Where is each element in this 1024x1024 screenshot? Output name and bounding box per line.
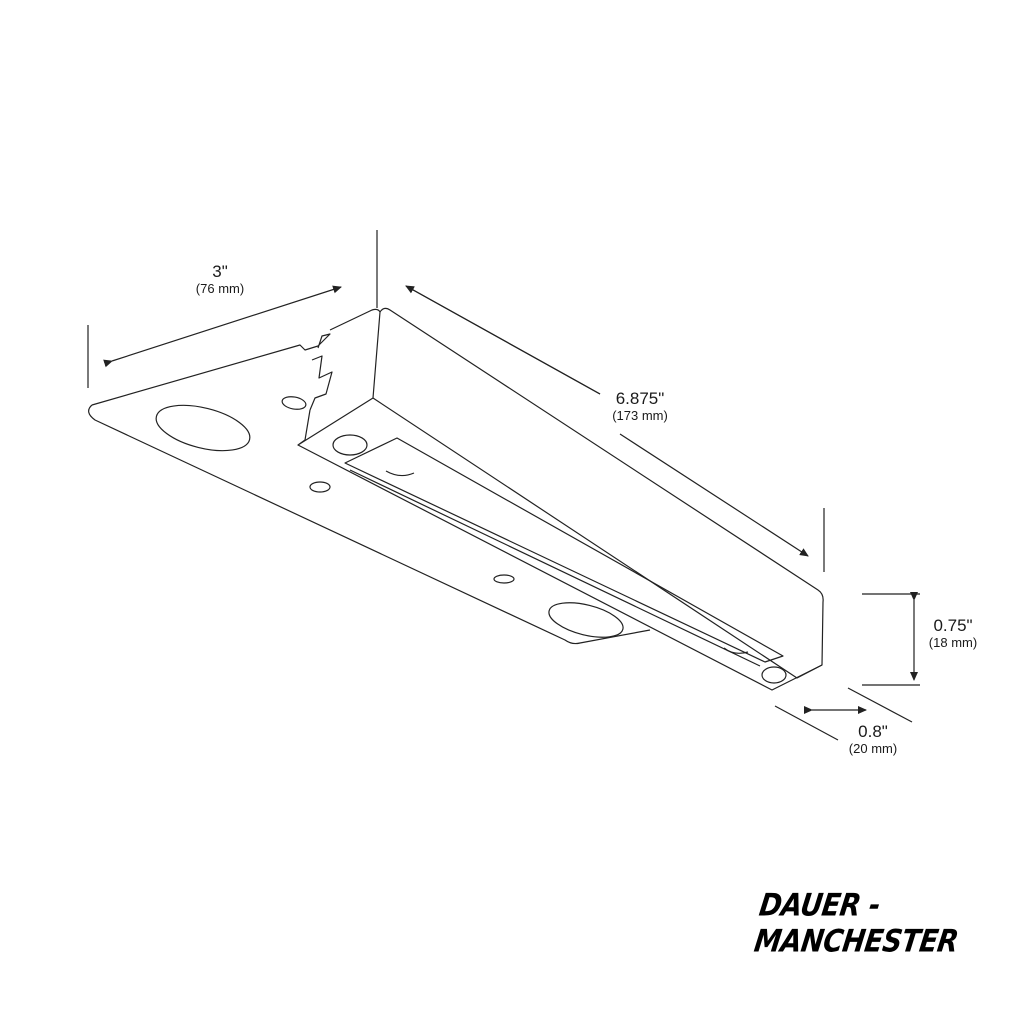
bar-bottom-face [297, 444, 823, 691]
width-metric: (76 mm) [195, 281, 245, 296]
plate-hole-small [281, 396, 307, 410]
plate-hole-large [548, 602, 624, 638]
width-dimension-line [103, 285, 342, 368]
depth-label: 0.8" (20 mm) [838, 722, 908, 756]
height-metric: (18 mm) [928, 635, 978, 650]
length-label: 6.875" (173 mm) [595, 389, 685, 423]
led-lens [344, 437, 784, 663]
plate-notch [309, 333, 333, 411]
plate-hole-small [493, 574, 515, 584]
end-hole [332, 434, 368, 456]
width-label: 3" (76 mm) [180, 262, 260, 296]
height-imperial: 0.75" [933, 616, 973, 635]
plate-hole-large [155, 404, 251, 452]
depth-metric: (20 mm) [848, 741, 898, 756]
height-label: 0.75" (18 mm) [918, 616, 988, 650]
depth-imperial: 0.8" [858, 722, 888, 741]
brand-logo-text: DAUER - MANCHESTER [751, 888, 961, 960]
bar-top-face [297, 308, 381, 446]
plate-hole-small [309, 481, 331, 493]
width-imperial: 3" [212, 262, 228, 281]
length-metric: (173 mm) [612, 408, 668, 423]
length-imperial: 6.875" [615, 389, 665, 408]
end-hole [761, 666, 787, 684]
mounting-plate [88, 344, 651, 645]
